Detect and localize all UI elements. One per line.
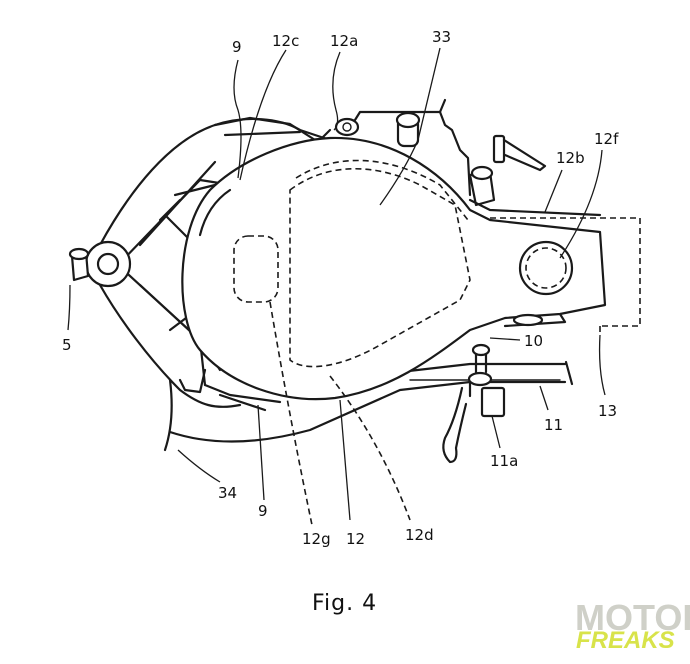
label-33: 33 [432, 28, 451, 46]
leader-lines [67, 47, 606, 521]
frame-lower-rails [163, 360, 574, 452]
internal-dashed-features [233, 159, 641, 526]
label-34: 34 [218, 484, 237, 502]
label-5: 5 [62, 336, 72, 354]
engine-top-parts [318, 98, 602, 217]
label-9-top: 9 [232, 38, 242, 56]
label-11a: 11a [490, 452, 518, 470]
label-9-bottom: 9 [258, 502, 268, 520]
figure-caption: Fig. 4 [312, 591, 377, 616]
label-12f: 12f [594, 130, 619, 148]
reference-labels: 9 12c 12a 33 12f 12b 5 10 13 11 11a 34 9… [62, 28, 619, 548]
label-12b: 12b [556, 149, 585, 167]
shock-bracket-11a [442, 343, 506, 464]
fuel-tank-12 [181, 136, 607, 401]
motorfreaks-watermark: MOTOR FREAKS [575, 597, 690, 654]
watermark-line2: FREAKS [576, 627, 675, 654]
watermark-line1: MOTOR [575, 597, 690, 638]
label-12: 12 [346, 530, 365, 548]
steering-head-5 [68, 240, 132, 288]
label-10: 10 [524, 332, 543, 350]
label-11: 11 [544, 416, 563, 434]
label-12d: 12d [405, 526, 434, 544]
label-12a: 12a [330, 32, 358, 50]
label-12g: 12g [302, 530, 331, 548]
label-13: 13 [598, 402, 617, 420]
label-12c: 12c [272, 32, 299, 50]
